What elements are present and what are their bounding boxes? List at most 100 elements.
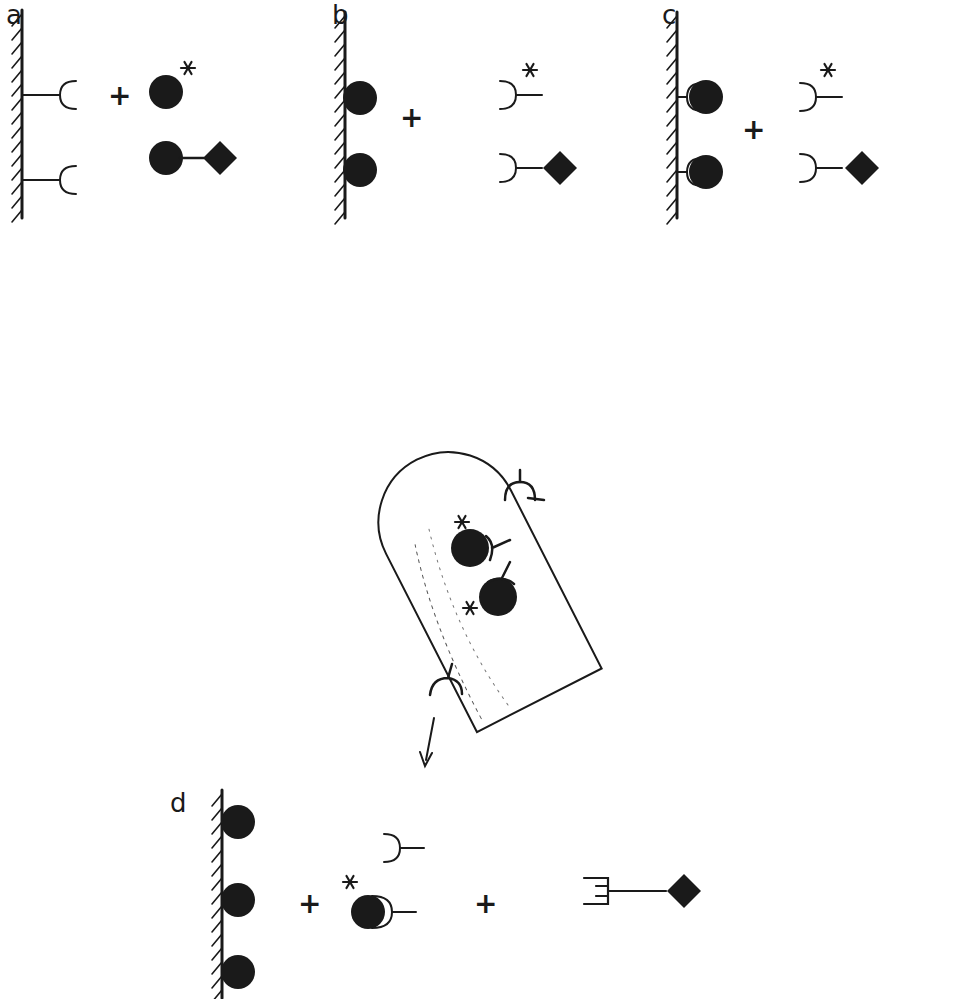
surface-hatch [667,44,677,56]
plus-sign: + [742,116,765,144]
label-asterisk [185,62,192,74]
surface-hatch [212,822,222,834]
antigen-ball [343,81,377,115]
antibody-cup [384,834,400,862]
surface-hatch [667,72,677,84]
panel-letter: d [170,790,187,816]
surface-hatch [335,114,345,126]
antigen-ball [343,153,377,187]
surface-hatch [335,58,345,70]
surface-hatch [667,184,677,196]
antibody-stem [520,470,544,500]
surface-hatch [12,126,22,138]
panel-letter: c [662,2,676,28]
surface-hatch [212,836,222,848]
label-asterisk [467,602,474,614]
surface-hatch [335,184,345,196]
antibody-cup [486,536,510,560]
surface-hatch [212,892,222,904]
antibody-stem [516,167,542,169]
antibody-cup [372,896,416,928]
surface-hatch [12,182,22,194]
surface-hatch [212,976,222,988]
surface-hatch [212,808,222,820]
surface-hatch [667,170,677,182]
surface-hatch [212,920,222,932]
enzyme-diamond [667,874,701,908]
surface-hatch [335,198,345,210]
antibody-cup [60,166,76,194]
panel-letter: b [332,2,349,28]
antigen-ball [149,75,183,109]
antibody-cup [430,664,462,695]
antigen-ball [689,80,723,114]
surface-hatch [335,128,345,140]
label-asterisk [347,876,354,888]
surface-hatch [667,58,677,70]
surface-hatch [212,794,222,806]
conjugate-link [180,157,204,160]
surface-hatch [12,42,22,54]
surface-hatch [667,30,677,42]
antigen-ball [221,883,255,917]
panel-letter: a [6,2,22,28]
surface-hatch [12,28,22,40]
antibody-cup [500,81,516,109]
antibody-stem [816,167,842,169]
surface-hatch [667,198,677,210]
surface-hatch [12,140,22,152]
antibody-stem [677,171,687,173]
enzyme-diamond [203,141,237,175]
antigen-ball [149,141,183,175]
surface-hatch [335,72,345,84]
plus-sign: + [108,82,131,110]
arrow-head [420,752,432,766]
label-asterisk [459,516,466,528]
surface-hatch [212,934,222,946]
surface-hatch [212,906,222,918]
surface-hatch [335,212,345,224]
label-asterisk [459,516,466,528]
antigen-ball [221,955,255,989]
antibody-cup [60,81,76,109]
process-arrow [426,718,434,760]
label-asterisk [527,64,534,76]
surface-hatch [12,154,22,166]
surface-hatch [212,878,222,890]
surface-hatch [335,30,345,42]
surface-hatch [212,990,222,999]
plus-sign: + [298,890,321,918]
surface-hatch [667,212,677,224]
antigen-ball [689,155,723,189]
tube-shading [397,545,499,719]
antibody-stem [22,179,60,181]
plus-sign: + [474,890,497,918]
plus-sign: + [400,104,423,132]
antibody-stem [22,94,60,96]
antigen-ball [479,578,517,616]
antibody-stem [677,96,687,98]
antigen-ball [351,895,385,929]
label-asterisk [467,602,474,614]
surface-hatch [212,850,222,862]
label-asterisk [347,876,354,888]
surface-hatch [12,70,22,82]
antibody-stem [816,96,842,98]
surface-hatch [667,100,677,112]
enzyme-diamond [845,151,879,185]
antigen-ball [221,805,255,839]
antibody-stem [516,94,542,96]
surface-hatch [667,114,677,126]
test-tube [354,428,601,732]
surface-hatch [12,168,22,180]
antibody-stem [400,847,424,849]
antigen-ball [451,529,489,567]
surface-hatch [212,948,222,960]
surface-hatch [212,864,222,876]
surface-hatch [12,56,22,68]
surface-hatch [12,84,22,96]
surface-hatch [12,98,22,110]
surface-hatch [335,44,345,56]
label-asterisk [527,64,534,76]
